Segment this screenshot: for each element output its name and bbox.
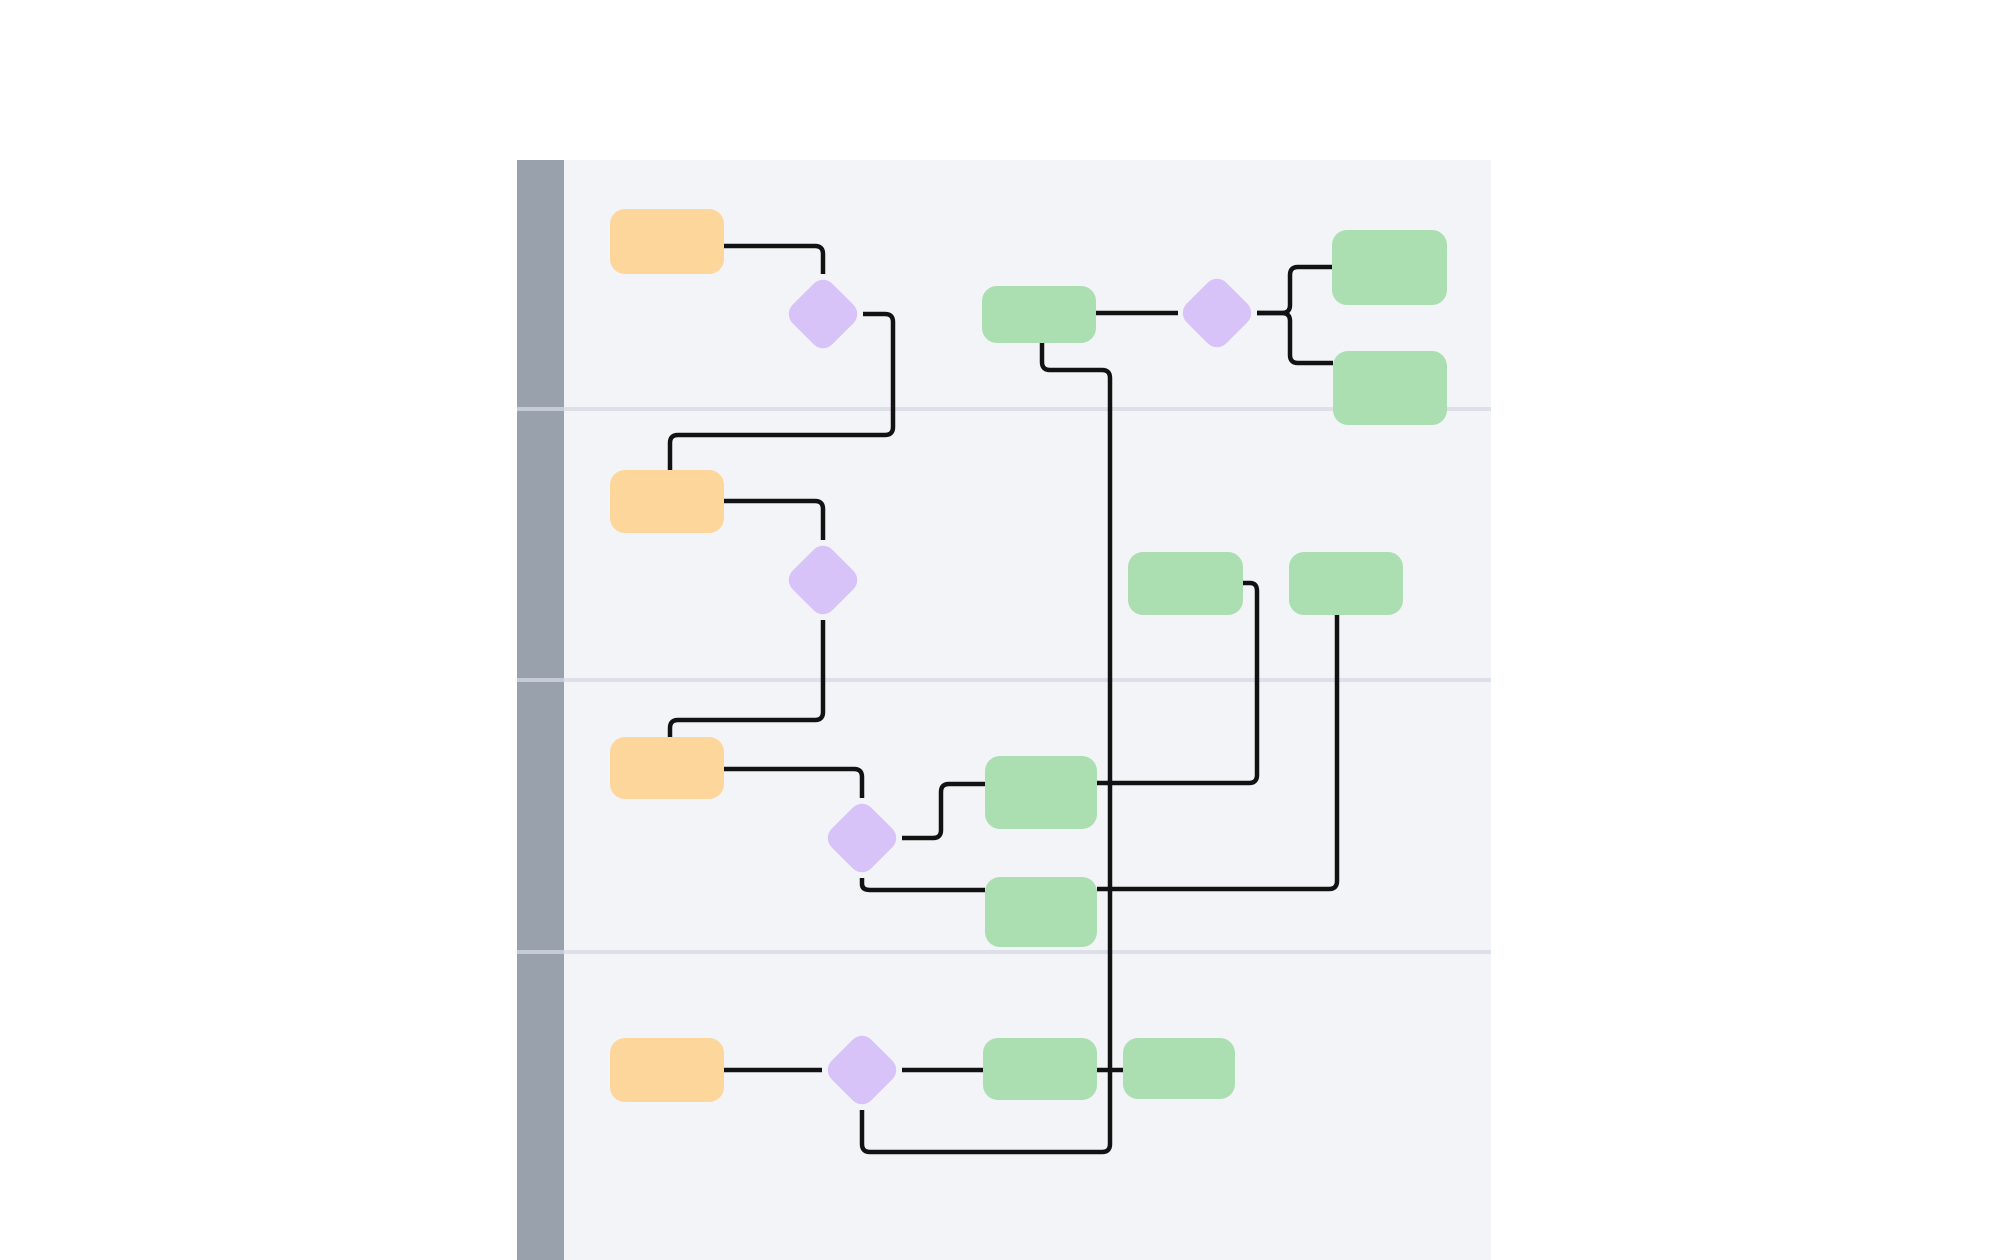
connector-layer	[667, 243, 1340, 1155]
output-node-e[interactable]	[985, 756, 1097, 829]
output-node-d[interactable]	[1289, 552, 1403, 615]
edge-decision3-task3[interactable]	[667, 620, 826, 737]
task-node-3[interactable]	[610, 737, 724, 799]
task-node-4[interactable]	[610, 1038, 724, 1102]
lane-separator	[564, 678, 1491, 682]
flow-canvas[interactable]	[517, 160, 1491, 1260]
lane-separator	[564, 950, 1491, 954]
edge-task2-decision3[interactable]	[724, 498, 826, 540]
output-node-g[interactable]	[983, 1038, 1097, 1100]
edge-task3-decision4[interactable]	[724, 766, 865, 798]
swimlane-header-bar	[517, 160, 564, 1260]
output-node-c[interactable]	[1128, 552, 1243, 615]
output-node-mid1[interactable]	[982, 286, 1096, 343]
task-node-1[interactable]	[610, 209, 724, 274]
task-node-2[interactable]	[610, 470, 724, 533]
edge-decision2-outputA[interactable]	[1257, 264, 1332, 316]
output-node-a[interactable]	[1332, 230, 1447, 305]
edge-task1-decision1[interactable]	[724, 243, 826, 274]
edge-decision1-task2[interactable]	[667, 311, 896, 470]
edge-decision4-outputF[interactable]	[859, 878, 985, 893]
edge-outputD-outputF[interactable]	[1097, 615, 1340, 892]
edge-decision2-outputB[interactable]	[1257, 310, 1333, 366]
lane-separator-bar-segment	[517, 950, 564, 954]
lane-separator	[564, 407, 1491, 411]
lane-separator-bar-segment	[517, 678, 564, 682]
output-node-f[interactable]	[985, 877, 1097, 947]
edge-outputC-outputE[interactable]	[1097, 580, 1260, 786]
output-node-h[interactable]	[1123, 1038, 1235, 1099]
edge-outputMid-decision5[interactable]	[859, 343, 1113, 1155]
lane-separator-bar-segment	[517, 407, 564, 411]
output-node-b[interactable]	[1333, 351, 1447, 425]
edge-decision4-outputE[interactable]	[902, 781, 985, 841]
